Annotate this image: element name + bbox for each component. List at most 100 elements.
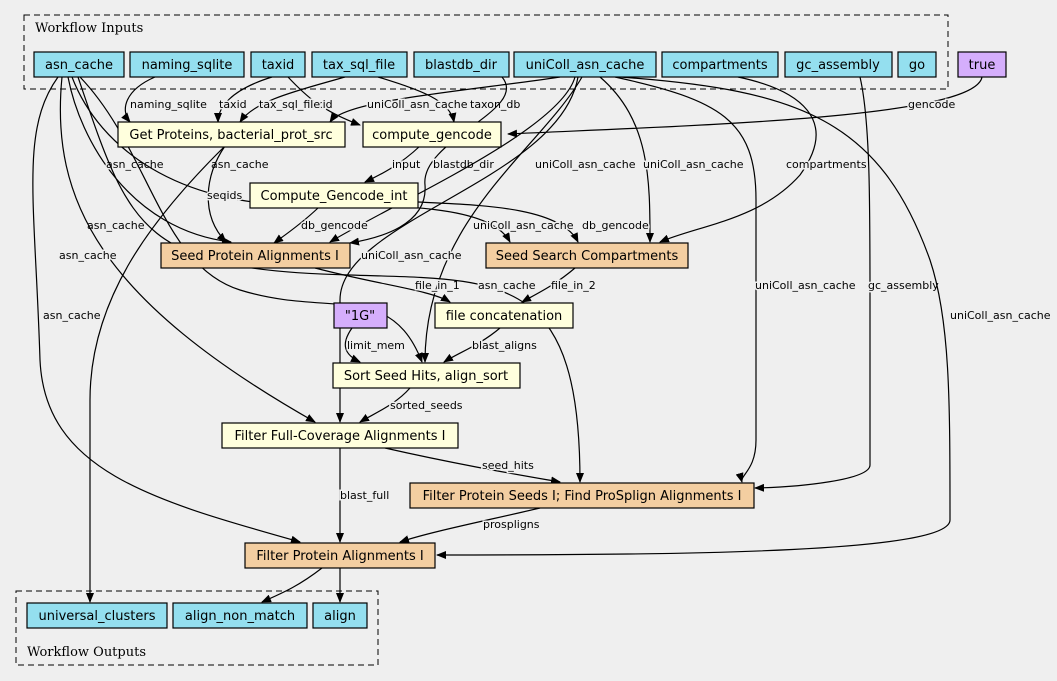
workflow-inputs-cluster: Workflow Inputs <box>23 14 949 90</box>
node-taxid-label: taxid <box>262 58 295 73</box>
node-asn-cache-label: asn_cache <box>45 58 113 73</box>
edge-gc-assembly: gc_assembly <box>754 76 941 492</box>
node-naming-sqlite[interactable]: naming_sqlite <box>129 51 245 78</box>
node-filter-full-label: Filter Full-Coverage Alignments I <box>234 429 445 444</box>
edge-label-db-gencode-a: db_gencode <box>301 219 368 232</box>
node-sort-seed-label: Sort Seed Hits, align_sort <box>344 369 508 384</box>
edge-taxid-b: taxid <box>287 76 361 126</box>
edge-prospligns: prospligns <box>399 507 541 543</box>
edge-db-gencode-b: db_gencode <box>417 201 650 243</box>
edge-label-asn-cache-f: asn_cache <box>43 309 101 322</box>
node-compartments-label: compartments <box>672 58 767 73</box>
edge-taxon-db: taxon_db <box>377 76 522 123</box>
node-asn-cache[interactable]: asn_cache <box>33 51 125 78</box>
node-true[interactable]: true <box>957 51 1007 78</box>
node-gc-assembly[interactable]: gc_assembly <box>784 51 893 78</box>
edge-compartments: compartments <box>659 76 868 243</box>
edge-limit-mem: limit_mem <box>344 327 406 363</box>
node-compute-gencode[interactable]: compute_gencode <box>362 121 502 148</box>
node-go[interactable]: go <box>897 51 937 78</box>
node-seed-protein[interactable]: Seed Protein Alignments I <box>160 242 351 269</box>
edge-label-db-gencode-b: db_gencode <box>582 219 649 232</box>
edge-input: input <box>364 145 422 183</box>
node-blastdb-dir-label: blastdb_dir <box>425 58 498 73</box>
node-compute-gencode-label: compute_gencode <box>372 128 492 143</box>
edge-label-tax-sql-file: tax_sql_file <box>259 98 320 111</box>
node-align[interactable]: align <box>312 602 368 629</box>
edge-label-file-in-2: file_in_2 <box>551 279 596 292</box>
edge-sorted-seeds: sorted_seeds <box>359 387 464 423</box>
edge-label-unicoll-f: uniColl_asn_cache <box>755 279 856 292</box>
node-taxid[interactable]: taxid <box>250 51 306 78</box>
edge-unicoll-d: uniColl_asn_cache <box>421 76 583 363</box>
node-seed-search[interactable]: Seed Search Compartments <box>485 242 689 269</box>
node-sort-seed[interactable]: Sort Seed Hits, align_sort <box>332 362 521 389</box>
node-go-label: go <box>909 58 925 73</box>
node-get-proteins[interactable]: Get Proteins, bacterial_prot_src <box>117 121 346 148</box>
node-tax-sql-file-label: tax_sql_file <box>323 58 395 73</box>
edge-label-file-in-1: file_in_1 <box>415 279 460 292</box>
edge-label-unicoll-b: uniColl_asn_cache <box>535 158 636 171</box>
edge-label-blast-full: blast_full <box>340 489 389 502</box>
node-universal-clusters[interactable]: universal_clusters <box>26 602 168 629</box>
edge-label-asn-cache-c: asn_cache <box>87 219 145 232</box>
edge-label-taxid-a: taxid <box>219 98 247 111</box>
edge-label-sorted-seeds: sorted_seeds <box>390 399 463 412</box>
edge-file-in-1: file_in_1 <box>314 267 461 303</box>
edge-label-seed-hits: seed_hits <box>482 459 534 472</box>
edge-label-unicoll-c: uniColl_asn_cache <box>643 158 744 171</box>
node-compute-gencode-int[interactable]: Compute_Gencode_int <box>249 182 419 209</box>
edge-label-blastdb-dir: blastdb_dir <box>433 158 494 171</box>
edge-label-taxid-b: taxid <box>305 98 333 111</box>
edge-label-gc-assembly: gc_assembly <box>868 279 939 292</box>
node-file-concat[interactable]: file concatenation <box>434 302 574 329</box>
node-compartments[interactable]: compartments <box>661 51 779 78</box>
node-1g[interactable]: "1G" <box>333 302 388 329</box>
edge-seqids: seqids <box>206 145 244 243</box>
edge-label-naming-sqlite: naming_sqlite <box>130 98 207 111</box>
edge-blastdb-dir: blastdb_dir <box>349 76 508 246</box>
node-compute-gencode-int-label: Compute_Gencode_int <box>261 189 408 204</box>
node-blastdb-dir[interactable]: blastdb_dir <box>413 51 510 78</box>
node-seed-search-label: Seed Search Compartments <box>496 249 679 264</box>
edges: gencode naming_sqlite taxid taxid tax_sq… <box>32 76 1052 603</box>
edge-asn-cache-e: asn_cache <box>77 76 584 483</box>
edge-label-limit-mem: limit_mem <box>347 339 405 352</box>
node-1g-label: "1G" <box>345 309 375 324</box>
edge-label-compartments: compartments <box>786 158 867 171</box>
edge-label-unicoll-g: uniColl_asn_cache <box>950 309 1051 322</box>
edge-asn-cache-d: asn_cache <box>58 76 316 423</box>
edge-blast-full: blast_full <box>336 448 391 543</box>
edge-taxid-a: taxid <box>214 76 273 123</box>
node-universal-clusters-label: universal_clusters <box>39 609 156 624</box>
edge-unicoll-f: uniColl_asn_cache <box>614 76 857 483</box>
node-tax-sql-file[interactable]: tax_sql_file <box>311 51 408 78</box>
edge-gencode: gencode <box>507 76 983 138</box>
node-get-proteins-label: Get Proteins, bacterial_prot_src <box>129 128 332 143</box>
node-filter-protein[interactable]: Filter Protein Alignments I <box>244 542 436 569</box>
edge-db-gencode-a: db_gencode <box>273 207 369 244</box>
edge-label-input: input <box>392 158 421 171</box>
edge-unicoll-c: uniColl_asn_cache <box>599 76 745 243</box>
node-align-label: align <box>324 609 356 624</box>
edge-label-asn-cache-d: asn_cache <box>59 249 117 262</box>
node-filter-seeds[interactable]: Filter Protein Seeds I; Find ProSplign A… <box>409 482 755 509</box>
edge-label-asn-cache-e: asn_cache <box>478 279 536 292</box>
edge-universal-clusters <box>86 145 226 603</box>
edge-unicoll-a: uniColl_asn_cache <box>329 76 561 123</box>
node-align-non-match[interactable]: align_non_match <box>172 602 308 629</box>
edge-seed-hits: seed_hits <box>384 447 561 485</box>
node-unicoll-asn-cache[interactable]: uniColl_asn_cache <box>513 51 657 78</box>
node-gc-assembly-label: gc_assembly <box>796 58 880 73</box>
workflow-inputs-label: Workflow Inputs <box>35 21 143 36</box>
edge-tax-sql-file: tax_sql_file <box>239 76 346 123</box>
edge-asn-cache-f: asn_cache <box>32 76 301 544</box>
node-align-non-match-label: align_non_match <box>185 609 295 624</box>
node-filter-full[interactable]: Filter Full-Coverage Alignments I <box>221 422 459 449</box>
node-seed-protein-label: Seed Protein Alignments I <box>171 249 339 264</box>
node-naming-sqlite-label: naming_sqlite <box>142 58 233 73</box>
node-unicoll-asn-cache-label: uniColl_asn_cache <box>526 58 645 73</box>
edge-align-non-match <box>261 567 323 603</box>
edge-label-unicoll-e: uniColl_asn_cache <box>361 249 462 262</box>
